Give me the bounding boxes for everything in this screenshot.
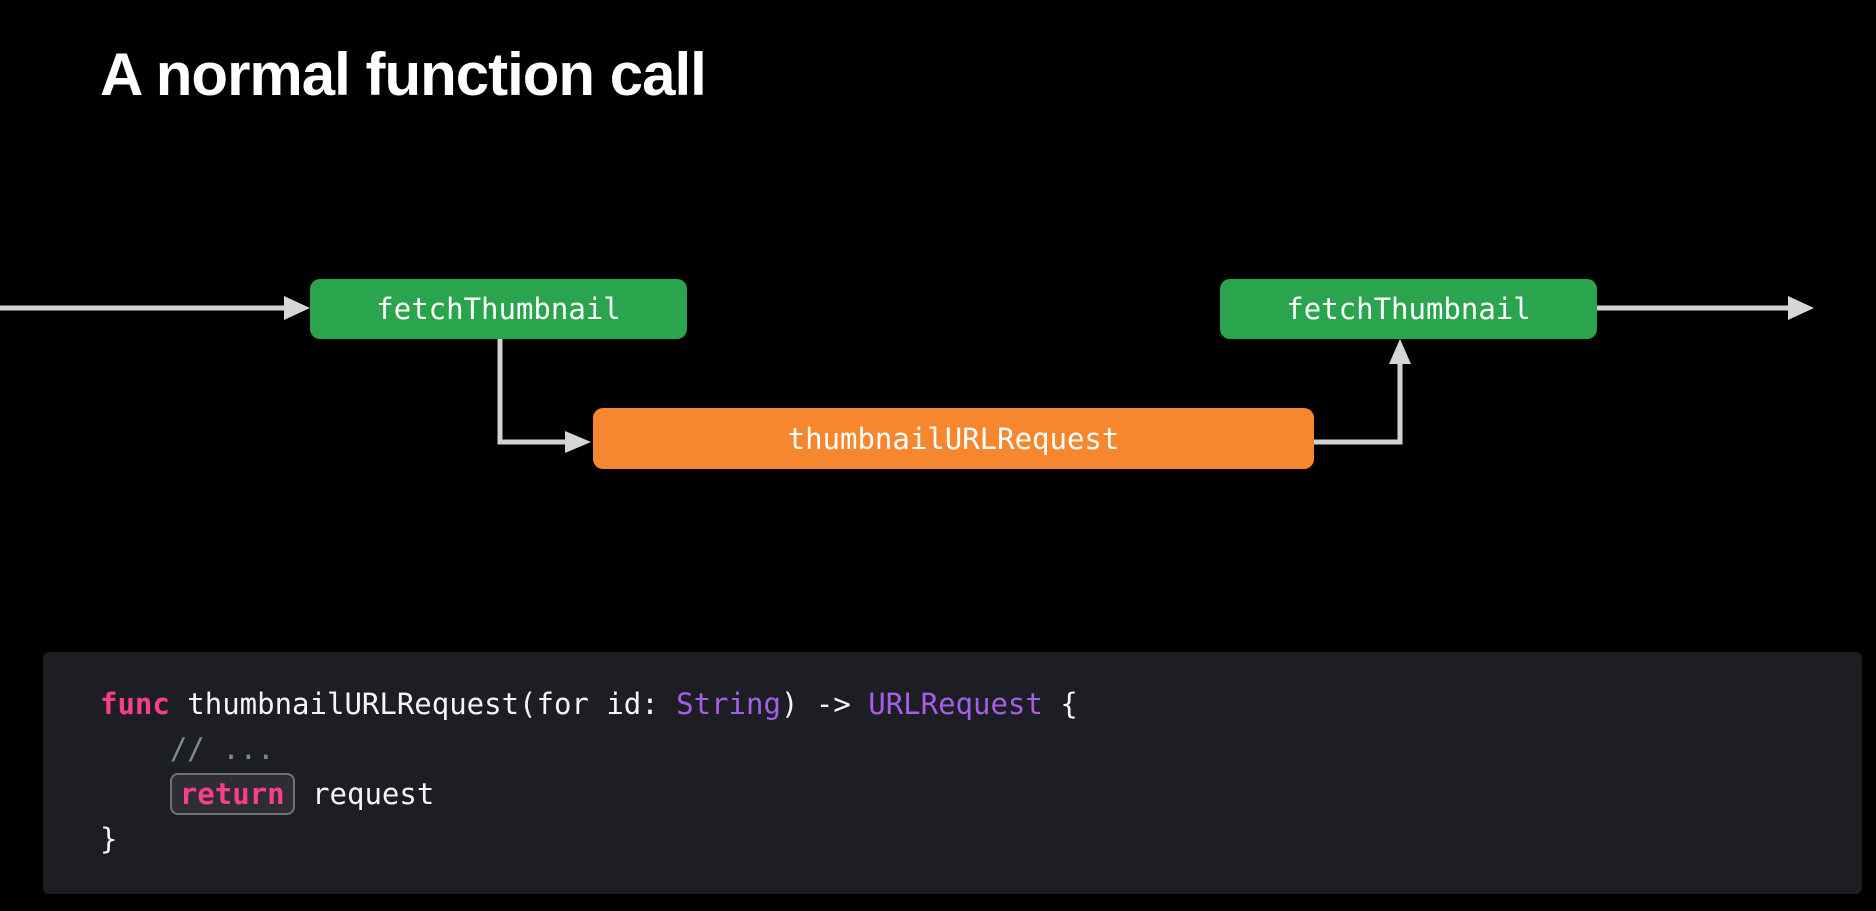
elbow-line-right-up bbox=[1314, 363, 1403, 445]
entry-arrow bbox=[0, 296, 310, 320]
code-line-4: } bbox=[100, 817, 1862, 862]
code-line-1: func thumbnailURLRequest(for id: String)… bbox=[100, 682, 1862, 727]
code-indent bbox=[100, 732, 170, 766]
code-comment: // ... bbox=[169, 732, 275, 766]
code-keyword-func: func bbox=[100, 687, 170, 721]
arrowhead-right-icon bbox=[565, 431, 591, 453]
connector-fetch1-to-request bbox=[497, 339, 591, 453]
return-keyword-highlight: return bbox=[169, 773, 295, 815]
connector-request-to-fetch2 bbox=[1314, 339, 1411, 445]
code-line-2: // ... bbox=[100, 727, 1862, 772]
elbow-line-down-right bbox=[497, 339, 566, 445]
code-return-value: request bbox=[294, 777, 435, 811]
code-keyword-return: return bbox=[179, 777, 285, 811]
code-close-brace: } bbox=[100, 822, 118, 856]
arrowhead-up-icon bbox=[1389, 339, 1411, 364]
code-func-signature: thumbnailURLRequest(for id: bbox=[169, 687, 677, 721]
node-fetchthumbnail-second: fetchThumbnail bbox=[1220, 279, 1597, 339]
arrowhead-right-icon bbox=[1788, 296, 1814, 320]
node-thumbnailurlrequest: thumbnailURLRequest bbox=[593, 408, 1314, 469]
code-signature-arrow: ) -> bbox=[780, 687, 869, 721]
code-line-3: return request bbox=[100, 772, 1862, 817]
code-indent bbox=[100, 777, 170, 811]
node-label: thumbnailURLRequest bbox=[787, 421, 1120, 456]
exit-arrow bbox=[1597, 296, 1814, 320]
arrowhead-right-icon bbox=[284, 296, 310, 320]
code-open-brace: { bbox=[1042, 687, 1078, 721]
code-type-urlrequest: URLRequest bbox=[868, 687, 1043, 721]
code-type-string: String bbox=[676, 687, 781, 721]
page-title: A normal function call bbox=[100, 41, 707, 109]
node-fetchthumbnail-first: fetchThumbnail bbox=[310, 279, 687, 339]
node-label: fetchThumbnail bbox=[1286, 292, 1531, 326]
code-block: func thumbnailURLRequest(for id: String)… bbox=[43, 652, 1862, 894]
node-label: fetchThumbnail bbox=[376, 292, 621, 326]
